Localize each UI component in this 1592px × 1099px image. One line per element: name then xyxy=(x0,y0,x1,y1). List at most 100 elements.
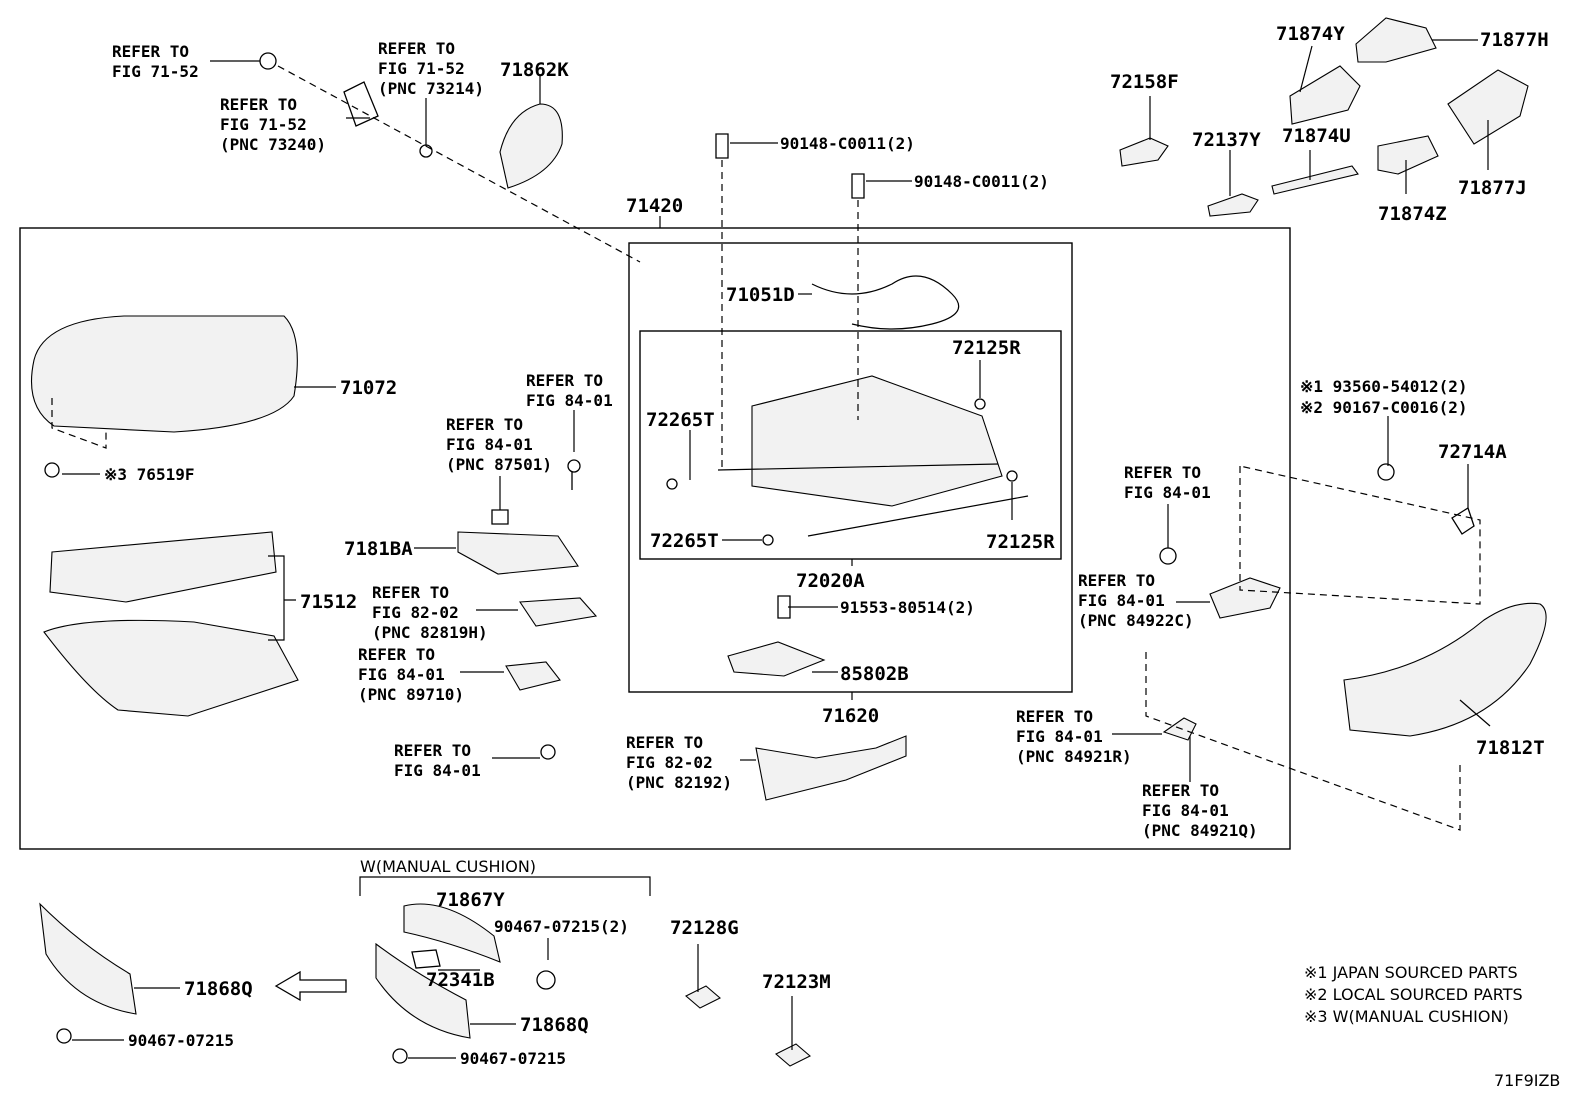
legend-item-2: ※2 LOCAL SOURCED PARTS xyxy=(1304,985,1523,1004)
board-71867y xyxy=(403,903,501,963)
bolt-90148-a xyxy=(715,133,729,159)
board-71868q-a xyxy=(39,902,137,1015)
callout-refer-84-01-87501: REFER TO FIG 84-01 (PNC 87501) xyxy=(446,415,552,474)
bolt-90148-b xyxy=(851,173,865,199)
leader-dashed-cover xyxy=(51,398,107,449)
callout-90467-a: 90467-07215 xyxy=(128,1031,234,1050)
side-cover-71812t xyxy=(1343,602,1547,737)
adjuster-box xyxy=(639,330,1062,560)
callout-71862k: 71862K xyxy=(500,59,569,81)
clip-72128g xyxy=(685,985,721,1009)
callout-76519f: ※3 76519F xyxy=(104,465,194,484)
cushion-pad-71512 xyxy=(43,619,299,717)
legend-item-3: ※3 W(MANUAL CUSHION) xyxy=(1304,1007,1509,1026)
callout-refer-84-01-a: REFER TO FIG 84-01 xyxy=(526,371,613,410)
callout-fastener-notes: ※1 93560-54012(2) ※2 90167-C0016(2) xyxy=(1300,377,1477,417)
callout-72123m: 72123M xyxy=(762,971,831,993)
callout-71072: 71072 xyxy=(340,377,397,399)
callout-91553: 91553-80514(2) xyxy=(840,598,975,617)
clip-72714a xyxy=(1451,507,1475,535)
clip-72123m xyxy=(775,1043,811,1067)
callout-refer-84-01-84921q: REFER TO FIG 84-01 (PNC 84921Q) xyxy=(1142,781,1258,840)
legend: ※1 JAPAN SOURCED PARTS ※2 LOCAL SOURCED … xyxy=(1304,963,1560,1090)
callout-refer-84-01-89710: REFER TO FIG 84-01 (PNC 89710) xyxy=(358,645,464,704)
leader-dashed-top xyxy=(277,65,641,263)
screw-head-a xyxy=(567,459,581,473)
cushion-cover-71072 xyxy=(30,315,298,433)
clip-72341b xyxy=(411,949,441,969)
part-71877j xyxy=(1447,69,1529,145)
leader-dashed-cover-right xyxy=(1239,465,1481,605)
knob-part xyxy=(343,81,379,127)
callout-71877j: 71877J xyxy=(1458,177,1527,199)
callout-72265t-b: 72265T xyxy=(650,530,719,552)
module-89710 xyxy=(505,661,561,691)
harness-82192 xyxy=(755,735,907,801)
callout-refer-71-52-73214: REFER TO FIG 71-52 (PNC 73214) xyxy=(378,39,484,98)
cap-72125r-a xyxy=(974,398,986,410)
part-72158f xyxy=(1119,137,1169,167)
part-71874y xyxy=(1289,65,1361,125)
cap-72265t-a xyxy=(666,478,678,490)
bolt-91553 xyxy=(777,595,791,619)
callout-refer-84-01-84921r: REFER TO FIG 84-01 (PNC 84921R) xyxy=(1016,707,1132,766)
module-82819h xyxy=(519,597,598,627)
assembly-frames xyxy=(19,227,1291,896)
callout-labels: REFER TO FIG 71-52 REFER TO FIG 71-52 (P… xyxy=(104,23,1549,1068)
seat-assembly-box xyxy=(19,227,1291,850)
adjuster-72020a xyxy=(751,375,1003,507)
callout-71512: 71512 xyxy=(300,591,357,613)
callout-manual-cushion: W(MANUAL CUSHION) xyxy=(360,857,536,876)
callout-90148-a: 90148-C0011(2) xyxy=(780,134,915,153)
screw-84-01-c xyxy=(1159,547,1177,565)
legend-item-1: ※1 JAPAN SOURCED PARTS xyxy=(1304,963,1518,982)
callout-7181ba: 7181BA xyxy=(344,538,413,560)
callout-90467-b: 90467-07215 xyxy=(460,1049,566,1068)
callout-71874z: 71874Z xyxy=(1378,203,1447,225)
screw-head-b xyxy=(540,744,556,760)
part-71874z xyxy=(1377,135,1439,175)
figure-code: 71F9IZB xyxy=(1494,1071,1560,1090)
callout-72714a: 72714A xyxy=(1438,441,1507,463)
bracket-7181ba xyxy=(457,531,579,575)
connector-87501 xyxy=(491,509,509,525)
manual-cushion-bracket xyxy=(359,876,651,896)
harness-71051d xyxy=(811,275,960,330)
frame-assembly-box xyxy=(628,242,1073,693)
callout-refer-71-52-73240: REFER TO FIG 71-52 (PNC 73240) xyxy=(220,95,326,154)
switch-84921r xyxy=(1162,717,1197,741)
cover-71862k xyxy=(499,103,563,189)
callout-72158f: 72158F xyxy=(1110,71,1179,93)
heater-71512 xyxy=(49,531,277,603)
callout-71051d: 71051D xyxy=(726,284,795,306)
screw-93560 xyxy=(1377,463,1395,481)
motor-85802b xyxy=(727,641,826,677)
clip-76519f xyxy=(44,462,60,478)
callout-71868q-b: 71868Q xyxy=(520,1014,589,1036)
callout-71877h: 71877H xyxy=(1480,29,1549,51)
callout-72128g: 72128G xyxy=(670,917,739,939)
clip-90467-2 xyxy=(536,970,556,990)
part-72137y xyxy=(1207,193,1259,217)
part-71877h xyxy=(1355,17,1437,63)
callout-72125r-a: 72125R xyxy=(952,337,1021,359)
callout-refer-84-01-c: REFER TO FIG 84-01 xyxy=(1124,463,1211,502)
callout-72265t-a: 72265T xyxy=(646,409,715,431)
clip-90467-b xyxy=(392,1048,408,1064)
callout-71868q-a: 71868Q xyxy=(184,978,253,1000)
cap-72265t-b xyxy=(762,534,774,546)
board-71868q-b xyxy=(375,942,471,1039)
callout-90148-b: 90148-C0011(2) xyxy=(914,172,1049,191)
cap-72125r-b xyxy=(1006,470,1018,482)
rails xyxy=(717,463,1029,537)
callout-refer-84-01-b: REFER TO FIG 84-01 xyxy=(394,741,481,780)
callout-71620: 71620 xyxy=(822,705,879,727)
callout-85802b: 85802B xyxy=(840,663,909,685)
callout-72341b: 72341B xyxy=(426,969,495,991)
leader-dashed-lower-right xyxy=(1145,652,1461,831)
callout-72020a: 72020A xyxy=(796,570,865,592)
direction-arrow xyxy=(274,970,347,1002)
callout-refer-82-02-82192: REFER TO FIG 82-02 (PNC 82192) xyxy=(626,733,732,792)
callout-refer-84-01-84922c: REFER TO FIG 84-01 (PNC 84922C) xyxy=(1078,571,1194,630)
callout-refer-82-02-82819h: REFER TO FIG 82-02 (PNC 82819H) xyxy=(372,583,488,642)
